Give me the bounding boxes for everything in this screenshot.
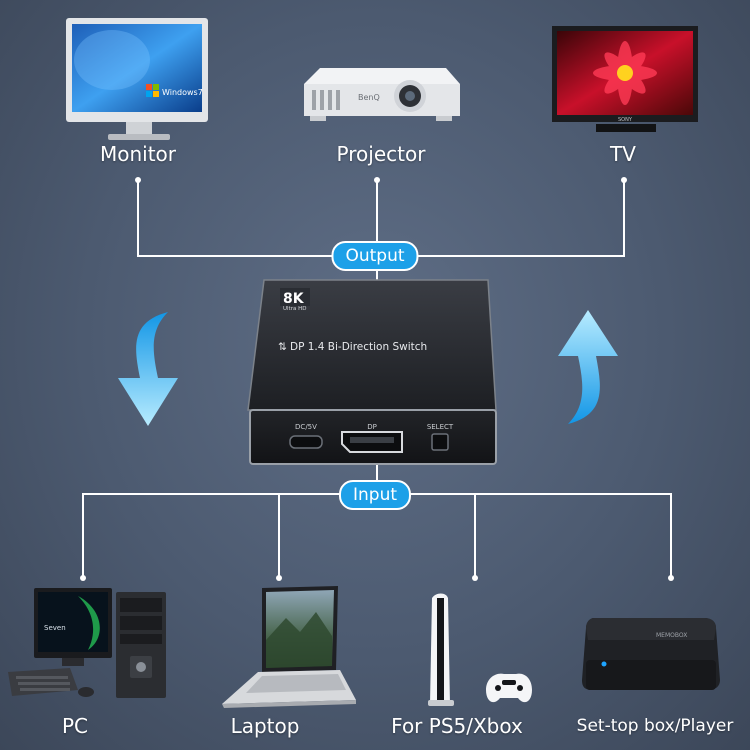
switch-brand-badge: 8K (283, 291, 305, 307)
power-port (289, 435, 323, 449)
switch-title-icon: ⇅ (278, 341, 287, 353)
pc-icon: Seven (8, 588, 166, 698)
tv-brand-text: SONY (618, 117, 633, 123)
dp-switch-device (247, 279, 497, 465)
port-power-label: DC/5V (295, 423, 317, 431)
switch-title: DP 1.4 Bi-Direction Switch (290, 341, 427, 353)
tv-icon: SONY (552, 26, 698, 132)
input-label-laptop: Laptop (230, 714, 300, 738)
settop-brand-text: MEMOBOX (656, 632, 687, 639)
monitor-os-text: Windows7 (162, 88, 203, 97)
output-label-tv: TV (610, 142, 636, 166)
input-label-console: For PS5/Xbox (391, 714, 523, 738)
input-label-settop: Set-top box/Player (576, 716, 734, 736)
switch-brand-sub: Ultra HD (283, 306, 306, 312)
brand-badge-box (280, 288, 310, 306)
output-badge: Output (331, 241, 419, 271)
output-label-projector: Projector (336, 142, 426, 166)
connection-dots (80, 177, 674, 581)
laptop-icon (222, 586, 356, 708)
projector-brand-text: BenQ (358, 93, 380, 102)
input-badge: Input (338, 480, 412, 510)
port-dp-label: DP (367, 423, 377, 431)
projector-icon: BenQ (304, 68, 460, 121)
arrow-down-icon (118, 312, 178, 426)
console-icon (428, 593, 532, 706)
input-label-pc: PC (61, 714, 89, 738)
select-button (431, 433, 449, 451)
output-label-monitor: Monitor (99, 142, 177, 166)
port-select-label: SELECT (427, 423, 454, 431)
settop-box-icon: MEMOBOX (582, 618, 720, 690)
arrow-up-icon (558, 310, 618, 424)
monitor-icon: Windows7 (66, 18, 208, 140)
pc-screen-text: Seven (44, 624, 66, 632)
